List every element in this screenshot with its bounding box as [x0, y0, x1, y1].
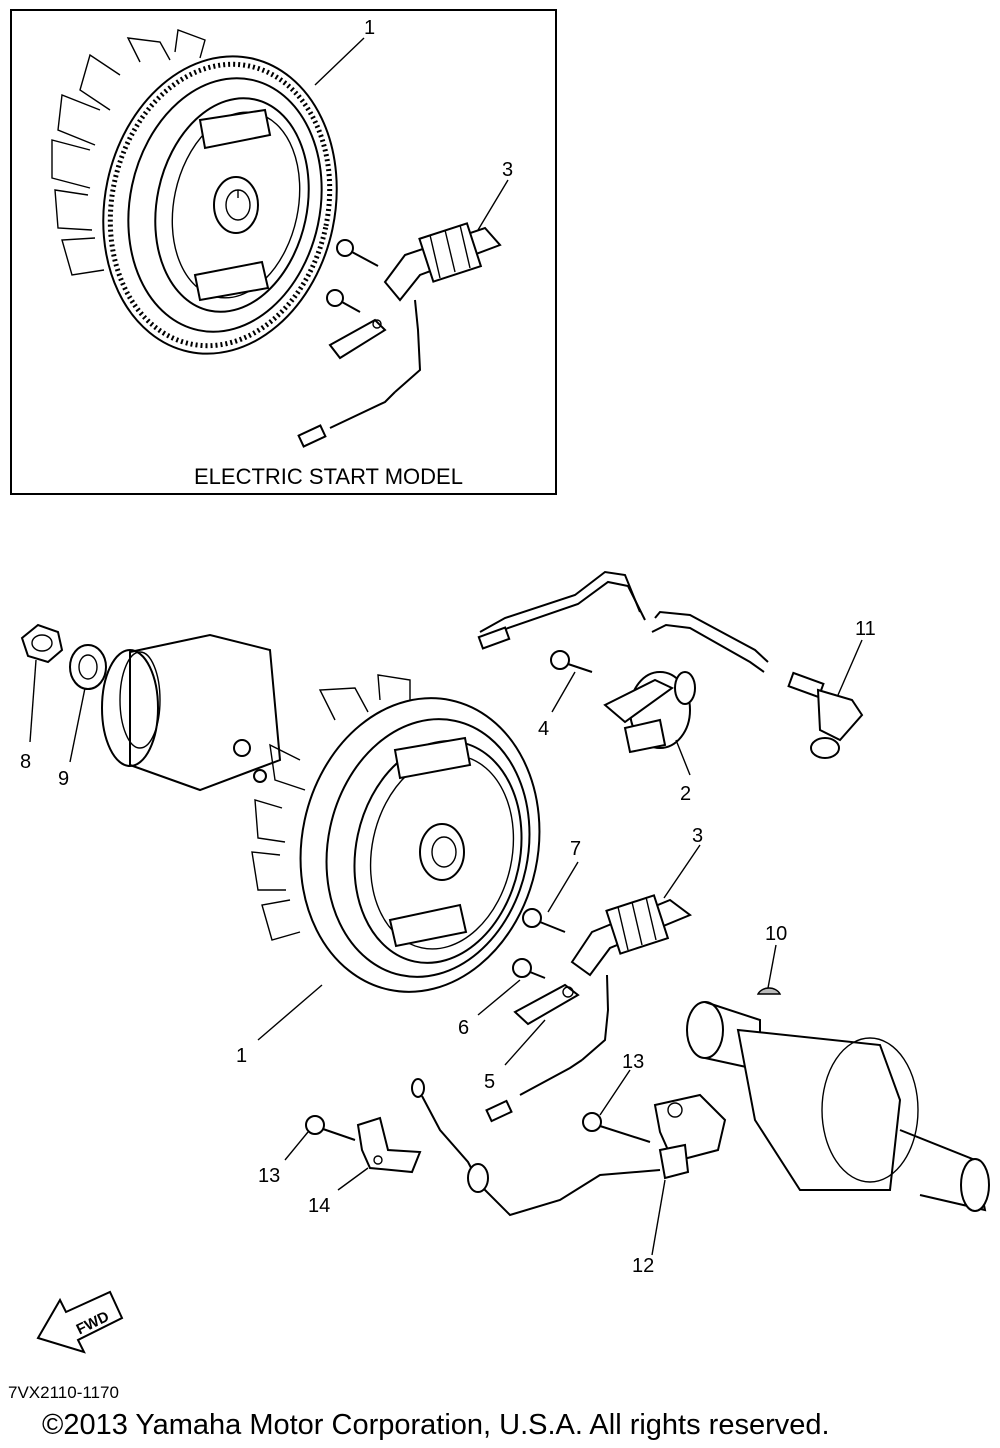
callout-10: 10 — [765, 923, 787, 945]
starter-cup-drawing — [101, 633, 282, 792]
inset-border — [10, 9, 557, 495]
inset-pulser-coil-drawing — [297, 222, 502, 448]
screw-6-drawing — [512, 958, 546, 979]
electric-start-inset: 1 3 ELECTRIC START MODEL — [10, 9, 557, 495]
plate-drawing — [513, 983, 580, 1026]
callout-7: 7 — [570, 838, 581, 860]
inset-callout-3-leader — [477, 179, 509, 231]
bolt-13-left-drawing — [305, 1115, 356, 1141]
stop-switch-drawing — [653, 1093, 727, 1180]
stop-wire-drawing — [411, 1078, 661, 1217]
bolt-4-drawing — [550, 650, 593, 673]
inset-callout-1-leader — [314, 37, 365, 86]
crankshaft-drawing — [686, 1001, 990, 1212]
washer-drawing — [69, 644, 107, 690]
callout-1: 1 — [236, 1045, 247, 1067]
nut-drawing — [20, 623, 64, 664]
callout-8: 8 — [20, 751, 31, 773]
callout-13-left: 13 — [258, 1165, 280, 1187]
pulser-coil-drawing — [570, 894, 693, 1061]
flywheel-drawing — [251, 674, 541, 993]
callout-9: 9 — [58, 768, 69, 790]
callout-5: 5 — [484, 1071, 495, 1093]
inset-title: ELECTRIC START MODEL — [194, 464, 463, 489]
callout-4: 4 — [538, 718, 549, 740]
ignition-coil-drawing — [477, 570, 769, 754]
callout-3: 3 — [692, 825, 703, 847]
callout-6: 6 — [458, 1017, 469, 1039]
callout-13-right: 13 — [622, 1051, 644, 1073]
woodruff-key-drawing — [756, 987, 782, 995]
callout-2: 2 — [680, 783, 691, 805]
bracket-drawing — [356, 1116, 422, 1174]
fwd-arrow-icon: FWD — [36, 1290, 124, 1354]
callout-14: 14 — [308, 1195, 330, 1217]
inset-callout-1: 1 — [364, 17, 375, 39]
callout-11: 11 — [855, 618, 876, 640]
inset-flywheel-drawing — [51, 29, 338, 355]
screw-7-drawing — [522, 908, 566, 933]
inset-callout-3: 3 — [502, 159, 513, 181]
spark-plug-cap-drawing — [787, 671, 864, 759]
bolt-13-right-drawing — [582, 1112, 651, 1143]
diagram-code: 7VX2110-1170 — [8, 1383, 119, 1402]
connector-drawing — [485, 1059, 583, 1123]
callout-12: 12 — [632, 1255, 654, 1277]
copyright-notice: ©2013 Yamaha Motor Corporation, U.S.A. A… — [42, 1409, 830, 1441]
